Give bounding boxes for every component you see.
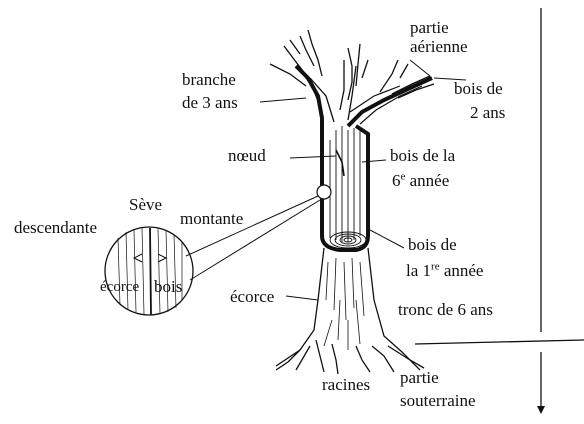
branch-3-years-bark — [296, 66, 322, 150]
label-montante: montante — [180, 210, 243, 228]
label-ecorce: écorce — [230, 288, 274, 306]
label-racines: racines — [322, 376, 370, 394]
label-bois-de-la: bois de la — [390, 147, 455, 165]
label-partie-souterraine-1: partie — [400, 369, 439, 387]
middle-branch — [340, 60, 356, 120]
branch-3-years — [300, 70, 334, 160]
label-1re-prefix: la 1 — [406, 261, 431, 280]
bark-texture — [324, 258, 364, 350]
label-bois-inset: bois — [154, 278, 182, 296]
label-tronc-de-6-ans: tronc de 6 ans — [398, 301, 493, 319]
label-1re-superscript: re — [431, 260, 440, 272]
label-bois-de: bois de — [454, 80, 503, 98]
label-partie-aerienne-1: partie — [410, 19, 449, 37]
label-partie-souterraine-2: souterraine — [400, 392, 476, 410]
inset-magnifier — [105, 227, 193, 315]
label-branche: branche — [182, 71, 236, 89]
label-partie-aerienne-2: aérienne — [410, 38, 468, 56]
ground-divider-line — [415, 340, 584, 344]
label-de-3-ans: de 3 ans — [182, 94, 238, 112]
label-noeud: nœud — [228, 147, 266, 165]
label-1re-annee-text: année — [440, 261, 484, 280]
label-ecorce-inset: écorce — [100, 278, 139, 296]
label-6e-number: 6 — [392, 171, 401, 190]
zoom-target-circle — [317, 185, 331, 199]
node-marker — [336, 150, 344, 176]
label-6e-annee: 6e année — [392, 172, 449, 190]
label-bois-de-1: bois de — [408, 236, 457, 254]
label-1re-annee: la 1re année — [406, 262, 483, 280]
label-6e-annee-text: année — [405, 171, 449, 190]
label-2-ans: 2 ans — [470, 104, 505, 122]
wood-grain-lines — [330, 126, 360, 242]
label-descendante: descendante — [14, 219, 97, 237]
label-seve: Sève — [129, 196, 162, 214]
